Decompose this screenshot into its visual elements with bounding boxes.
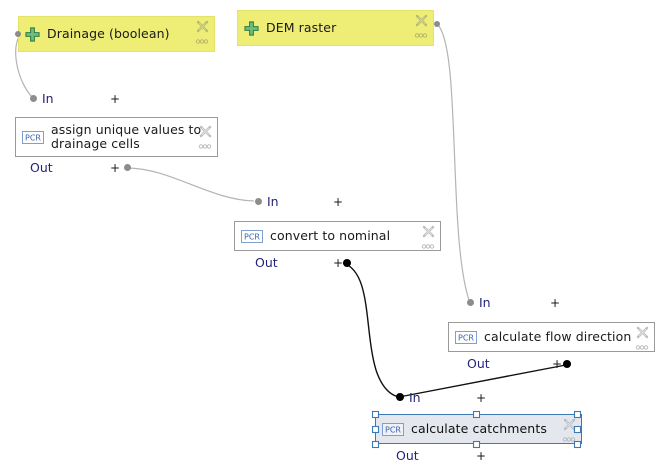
node-flowdir-out-plus[interactable]: + (552, 357, 563, 371)
node-flowdir-out-port[interactable] (563, 360, 571, 368)
pcr-icon: PCR (382, 422, 404, 436)
node-flowdir-corner-icons[interactable] (634, 326, 650, 350)
node-convert-in-row[interactable]: In + (255, 194, 375, 209)
node-catchments-corner-icons[interactable] (561, 418, 577, 442)
node-convert-out-label: Out (255, 255, 278, 270)
node-catchments-box[interactable]: PCR calculate catchments (375, 414, 582, 444)
pcr-icon: PCR (241, 229, 263, 243)
close-x-icon[interactable] (422, 225, 435, 238)
close-x-icon[interactable] (196, 20, 209, 33)
svg-text:PCR: PCR (385, 425, 401, 434)
node-assign-corner-icons[interactable] (197, 125, 213, 149)
node-assign-out-row[interactable]: Out + (30, 160, 160, 175)
close-x-icon[interactable] (415, 14, 428, 27)
green-plus-icon (25, 26, 40, 42)
node-convert-out-plus[interactable]: + (333, 256, 344, 270)
node-catchments-out-row[interactable]: Out + (396, 448, 526, 463)
handle-top-center (472, 410, 481, 419)
node-convert-in-plus[interactable]: + (333, 195, 344, 209)
node-convert-box[interactable]: PCR convert to nominal (234, 221, 441, 251)
node-flowdir-out-row[interactable]: Out + (467, 356, 597, 371)
wire-dem-to-flowdir (436, 23, 471, 304)
node-drainage-box[interactable]: Drainage (boolean) (18, 16, 215, 52)
more-dots-icon[interactable] (198, 144, 212, 149)
pcr-icon: PCR (22, 130, 44, 144)
pcr-icon: PCR (455, 330, 477, 344)
node-flowdir-box[interactable]: PCR calculate flow direction (448, 322, 655, 352)
node-assign-out-plus[interactable]: + (110, 161, 121, 175)
selection-handles[interactable] (369, 408, 589, 451)
node-dem-raster-title: DEM raster (266, 20, 337, 35)
node-convert-title: convert to nominal (270, 228, 391, 243)
more-dots-icon[interactable] (635, 345, 649, 350)
node-dem-raster-out-port[interactable] (434, 21, 440, 27)
node-assign-in-row[interactable]: In + (30, 91, 150, 106)
node-catchments-out-label: Out (396, 448, 419, 463)
node-drainage-corner-icons[interactable] (194, 20, 210, 44)
node-assign-title: assign unique values to drainage cells (51, 122, 202, 151)
node-assign-in-label: In (42, 91, 54, 106)
more-dots-icon[interactable] (195, 39, 209, 44)
node-catchments-in-port[interactable] (396, 393, 404, 401)
node-flowdir-in-label: In (479, 295, 491, 310)
node-assign-out-label: Out (30, 160, 53, 175)
node-catchments-out-plus[interactable]: + (476, 449, 487, 463)
handle-bottom-center (472, 440, 481, 449)
svg-text:PCR: PCR (25, 133, 41, 142)
more-dots-icon[interactable] (414, 33, 428, 38)
handle-bottom-left (371, 440, 380, 449)
handle-top-right (573, 410, 582, 419)
node-drainage-out-port[interactable] (15, 31, 21, 37)
node-flowdir-title: calculate flow direction (484, 329, 632, 344)
node-assign-in-plus[interactable]: + (110, 92, 121, 106)
node-catchments-in-row[interactable]: In + (396, 390, 516, 405)
wire-convert-to-catchments (342, 262, 400, 398)
node-convert-out-row[interactable]: Out + (255, 255, 385, 270)
close-x-icon[interactable] (199, 125, 212, 138)
handle-middle-right (573, 425, 582, 434)
node-dem-raster-box[interactable]: DEM raster (237, 10, 434, 46)
node-dem-raster-corner-icons[interactable] (413, 14, 429, 38)
node-convert-corner-icons[interactable] (420, 225, 436, 249)
close-x-icon[interactable] (563, 418, 576, 431)
node-drainage-title: Drainage (boolean) (47, 26, 170, 41)
svg-text:PCR: PCR (458, 333, 474, 342)
green-plus-icon (244, 20, 259, 36)
node-flowdir-in-port[interactable] (467, 299, 474, 306)
handle-middle-left (371, 425, 380, 434)
node-flowdir-in-row[interactable]: In + (467, 295, 587, 310)
node-catchments-title: calculate catchments (411, 421, 547, 436)
svg-text:PCR: PCR (244, 232, 260, 241)
more-dots-icon[interactable] (562, 437, 576, 442)
node-catchments-in-plus[interactable]: + (476, 391, 487, 405)
node-assign-in-port[interactable] (30, 95, 37, 102)
node-convert-out-port[interactable] (343, 259, 351, 267)
node-catchments-in-label: In (409, 390, 421, 405)
handle-top-left (371, 410, 380, 419)
node-convert-in-port[interactable] (255, 198, 262, 205)
node-flowdir-out-label: Out (467, 356, 490, 371)
node-flowdir-in-plus[interactable]: + (550, 296, 561, 310)
node-assign-out-port[interactable] (124, 164, 131, 171)
more-dots-icon[interactable] (421, 244, 435, 249)
close-x-icon[interactable] (636, 326, 649, 339)
node-assign-box[interactable]: PCR assign unique values to drainage cel… (15, 117, 218, 157)
node-convert-in-label: In (267, 194, 279, 209)
handle-bottom-right (573, 440, 582, 449)
